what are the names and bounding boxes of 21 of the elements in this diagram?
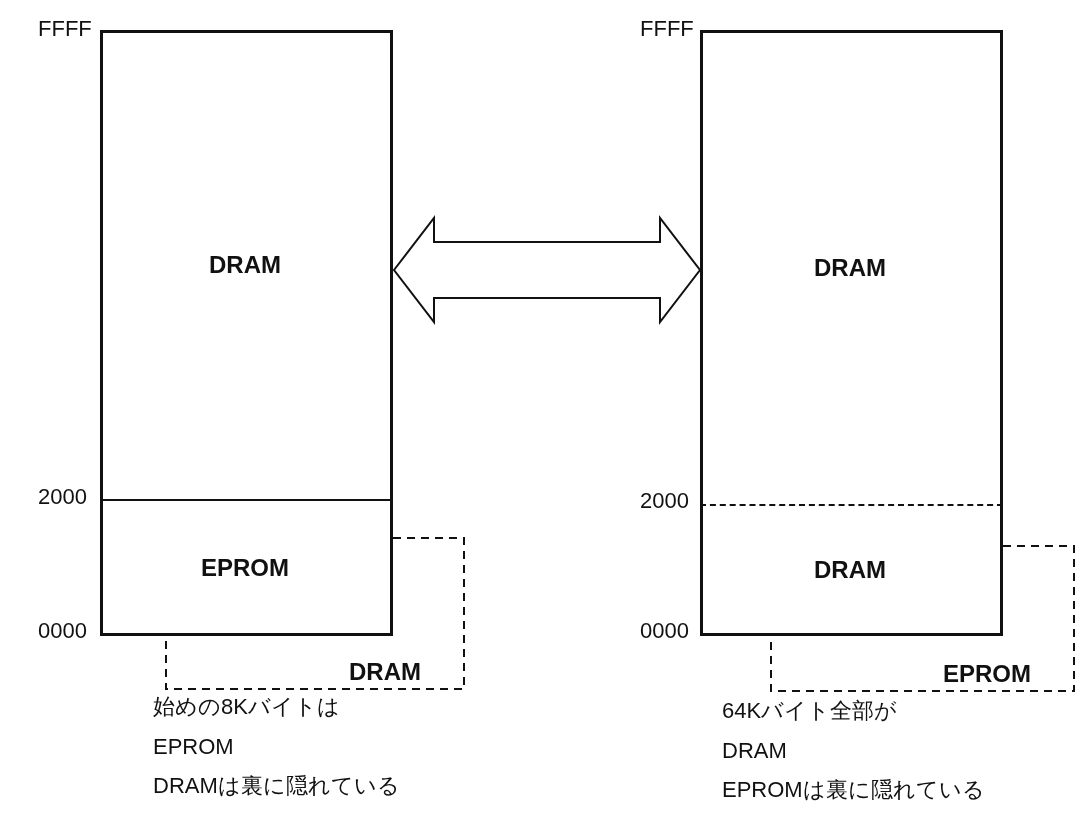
address-label: 2000 bbox=[640, 490, 689, 512]
hidden-memory-box bbox=[165, 537, 465, 690]
address-label: 0000 bbox=[640, 620, 689, 642]
double-arrow bbox=[392, 215, 702, 325]
address-label: FFFF bbox=[640, 18, 694, 40]
caption-line: DRAM bbox=[722, 740, 787, 762]
caption-line: 64Kバイト全部が bbox=[722, 700, 898, 722]
hidden-memory-box bbox=[770, 545, 1075, 692]
region-label: EPROM bbox=[943, 662, 1031, 686]
caption-line: 始めの8Kバイトは bbox=[153, 696, 340, 718]
caption-line: DRAMは裏に隠れている bbox=[153, 775, 400, 797]
address-label: 0000 bbox=[38, 620, 87, 642]
address-label: FFFF bbox=[38, 18, 92, 40]
region-label: DRAM bbox=[814, 255, 886, 280]
address-label: 2000 bbox=[38, 486, 87, 508]
caption-line: EPROM bbox=[153, 736, 234, 758]
region-label: DRAM bbox=[209, 253, 281, 277]
region-label: DRAM bbox=[814, 558, 886, 582]
region-label: DRAM bbox=[349, 660, 421, 684]
caption-line: EPROMは裏に隠れている bbox=[722, 779, 985, 801]
region-label: EPROM bbox=[201, 555, 289, 580]
